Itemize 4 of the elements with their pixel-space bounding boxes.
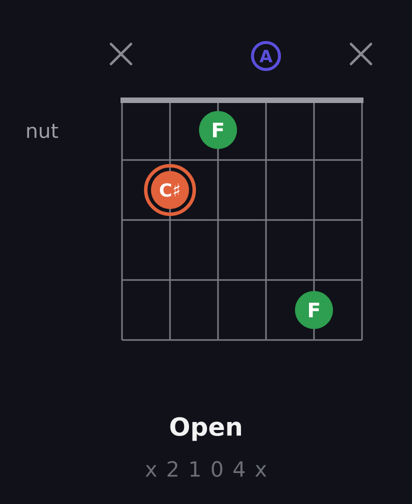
chord-name: Open (170, 417, 241, 441)
nut-label: nut (27, 124, 58, 138)
open-string-ring: A (251, 41, 281, 71)
fingering-text: x 2 1 0 4 x (146, 461, 266, 477)
